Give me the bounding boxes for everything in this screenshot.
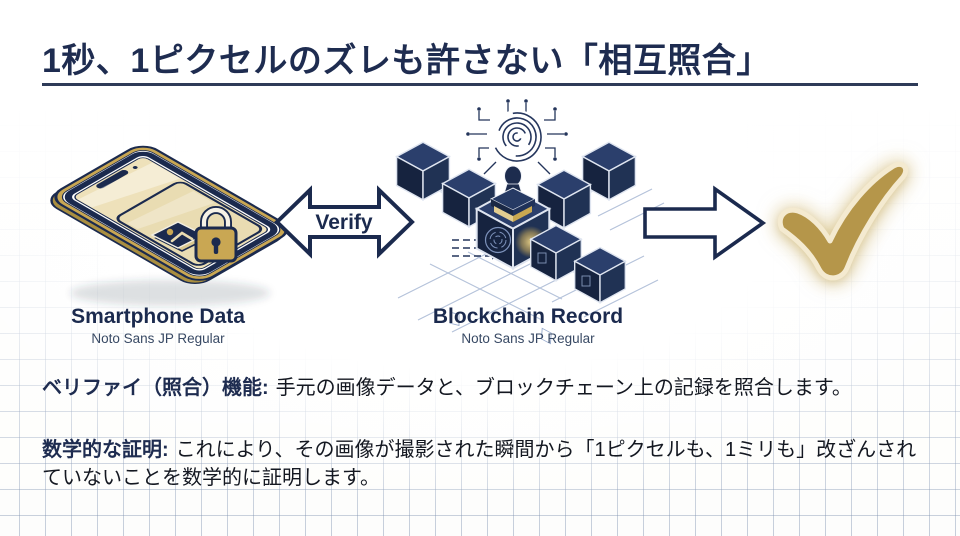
verify-arrow-label: Verify [315,211,373,234]
gold-checkmark-icon [777,161,909,281]
verify-paragraph-body: 手元の画像データと、ブロックチェーン上の記録を照合します。 [275,377,852,399]
proof-paragraph: 数学的な証明:これにより、その画像が撮影された瞬間から「1ピクセルも、1ミリも」… [42,436,926,493]
proof-paragraph-body: これにより、その画像が撮影された瞬間から「1ピクセルも、1ミリも」改ざんされてい… [42,439,917,490]
blockchain-cubes-icon [395,99,665,345]
page-title: 1秒、1ピクセルのズレも許さない「相互照合」 [42,42,771,80]
smartphone-caption-sublabel: Noto Sans JP Regular [91,331,225,347]
verify-paragraph-lead: ベリファイ（照合）機能: [42,377,269,399]
lock-icon [194,206,238,263]
verify-paragraph: ベリファイ（照合）機能: 手元の画像データと、ブロックチェーン上の記録を照合します… [42,374,932,402]
stamp-icon [489,165,537,222]
flow-arrow-icon [643,185,767,261]
smartphone-caption-label: Smartphone Data [71,305,245,328]
smartphone-caption: Smartphone Data Noto Sans JP Regular [38,305,278,346]
blockchain-caption-sublabel: Noto Sans JP Regular [461,331,595,347]
fingerprint-icon [466,99,568,175]
blockchain-caption-label: Blockchain Record [432,305,624,328]
smartphone-icon [50,145,288,306]
title-underline [42,83,918,86]
proof-paragraph-lead: 数学的な証明: [42,439,169,461]
verify-arrow: Verify [274,185,415,259]
blockchain-caption: Blockchain Record Noto Sans JP Regular [408,305,648,346]
